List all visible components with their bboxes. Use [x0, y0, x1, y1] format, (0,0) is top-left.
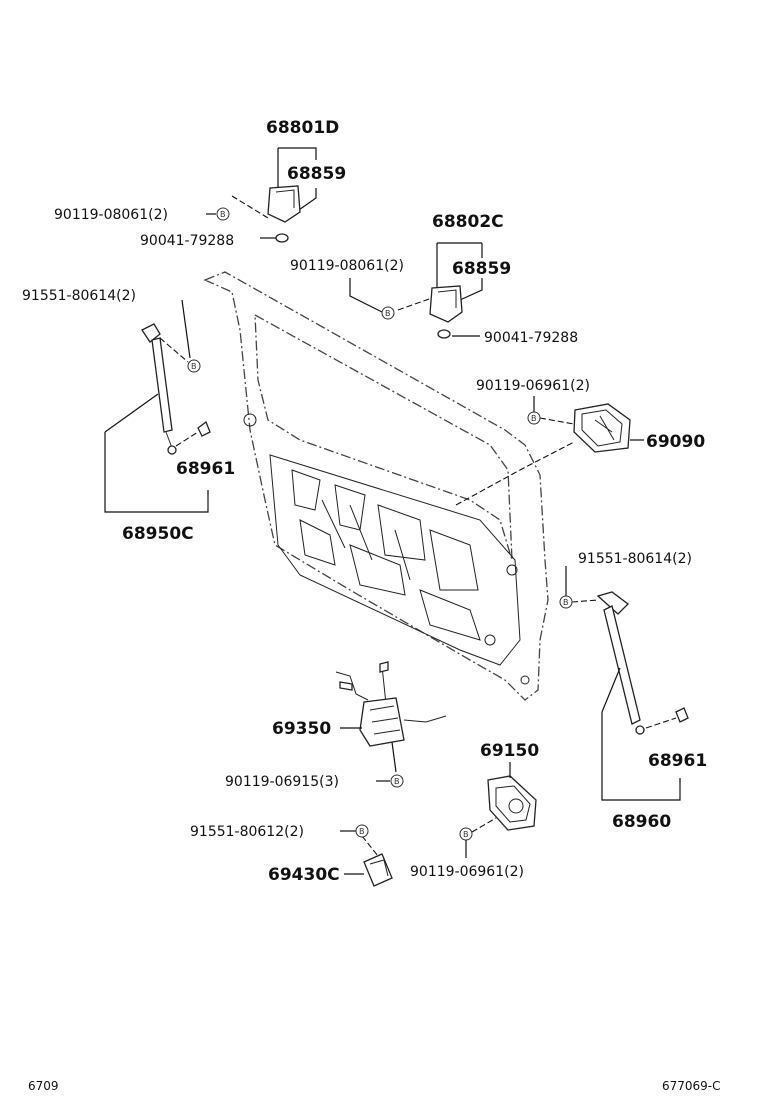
bolt-marker-text: B — [191, 362, 197, 371]
label-91551-80612: 91551-80612(2) — [190, 824, 304, 840]
label-68801D: 68801D — [266, 118, 339, 138]
footer-left-code: 6709 — [28, 1079, 59, 1093]
label-90041-79288-right: 90041-79288 — [484, 330, 578, 346]
back-door-panel — [203, 271, 549, 701]
label-90119-06961-lower: 90119-06961(2) — [410, 864, 524, 880]
label-68950C: 68950C — [122, 524, 194, 544]
bolt-marker-text: B — [385, 309, 391, 318]
label-90119-06915: 90119-06915(3) — [225, 774, 339, 790]
hinge-68802C — [349, 242, 483, 339]
label-90119-08061-left: 90119-08061(2) — [54, 207, 168, 223]
label-69350: 69350 — [272, 719, 331, 739]
label-68961-left: 68961 — [176, 459, 235, 479]
bolt-marker-text: B — [394, 777, 400, 786]
label-69090: 69090 — [646, 432, 705, 452]
bolt-marker-text: B — [563, 598, 569, 607]
label-90041-79288-left: 90041-79288 — [140, 233, 234, 249]
label-69430C: 69430C — [268, 865, 340, 885]
label-90119-08061-right: 90119-08061(2) — [290, 258, 404, 274]
label-69150: 69150 — [480, 741, 539, 761]
bolt-marker-icon — [187, 359, 201, 373]
strut-68960: B — [559, 566, 689, 801]
bolt-marker-text: B — [463, 830, 469, 839]
label-68859-upper: 68859 — [287, 164, 346, 184]
bolt-marker-icon — [381, 306, 395, 320]
striker-69430C — [344, 835, 393, 887]
bolt-marker-icon — [216, 207, 230, 221]
bolt-marker-text: B — [531, 414, 537, 423]
label-91551-80614-right: 91551-80614(2) — [578, 551, 692, 567]
label-68859-lower: 68859 — [452, 259, 511, 279]
label-68960: 68960 — [612, 812, 671, 832]
handle-69090: B — [455, 396, 644, 506]
label-90119-06961-upper: 90119-06961(2) — [476, 378, 590, 394]
bolt-marker-text: B — [220, 210, 226, 219]
bolt-marker-icon — [355, 824, 369, 838]
actuator-69150 — [471, 762, 537, 833]
bolt-marker-icon — [390, 774, 404, 788]
label-68802C: 68802C — [432, 212, 504, 232]
bolt-marker-text: B — [359, 827, 365, 836]
label-91551-80614-left: 91551-80614(2) — [22, 288, 136, 304]
lock-69350 — [335, 661, 447, 773]
label-68961-right: 68961 — [648, 751, 707, 771]
hinge-68801D — [231, 147, 317, 243]
strut-68950C: B — [104, 299, 211, 513]
footer-right-code: 677069-C — [662, 1079, 721, 1093]
